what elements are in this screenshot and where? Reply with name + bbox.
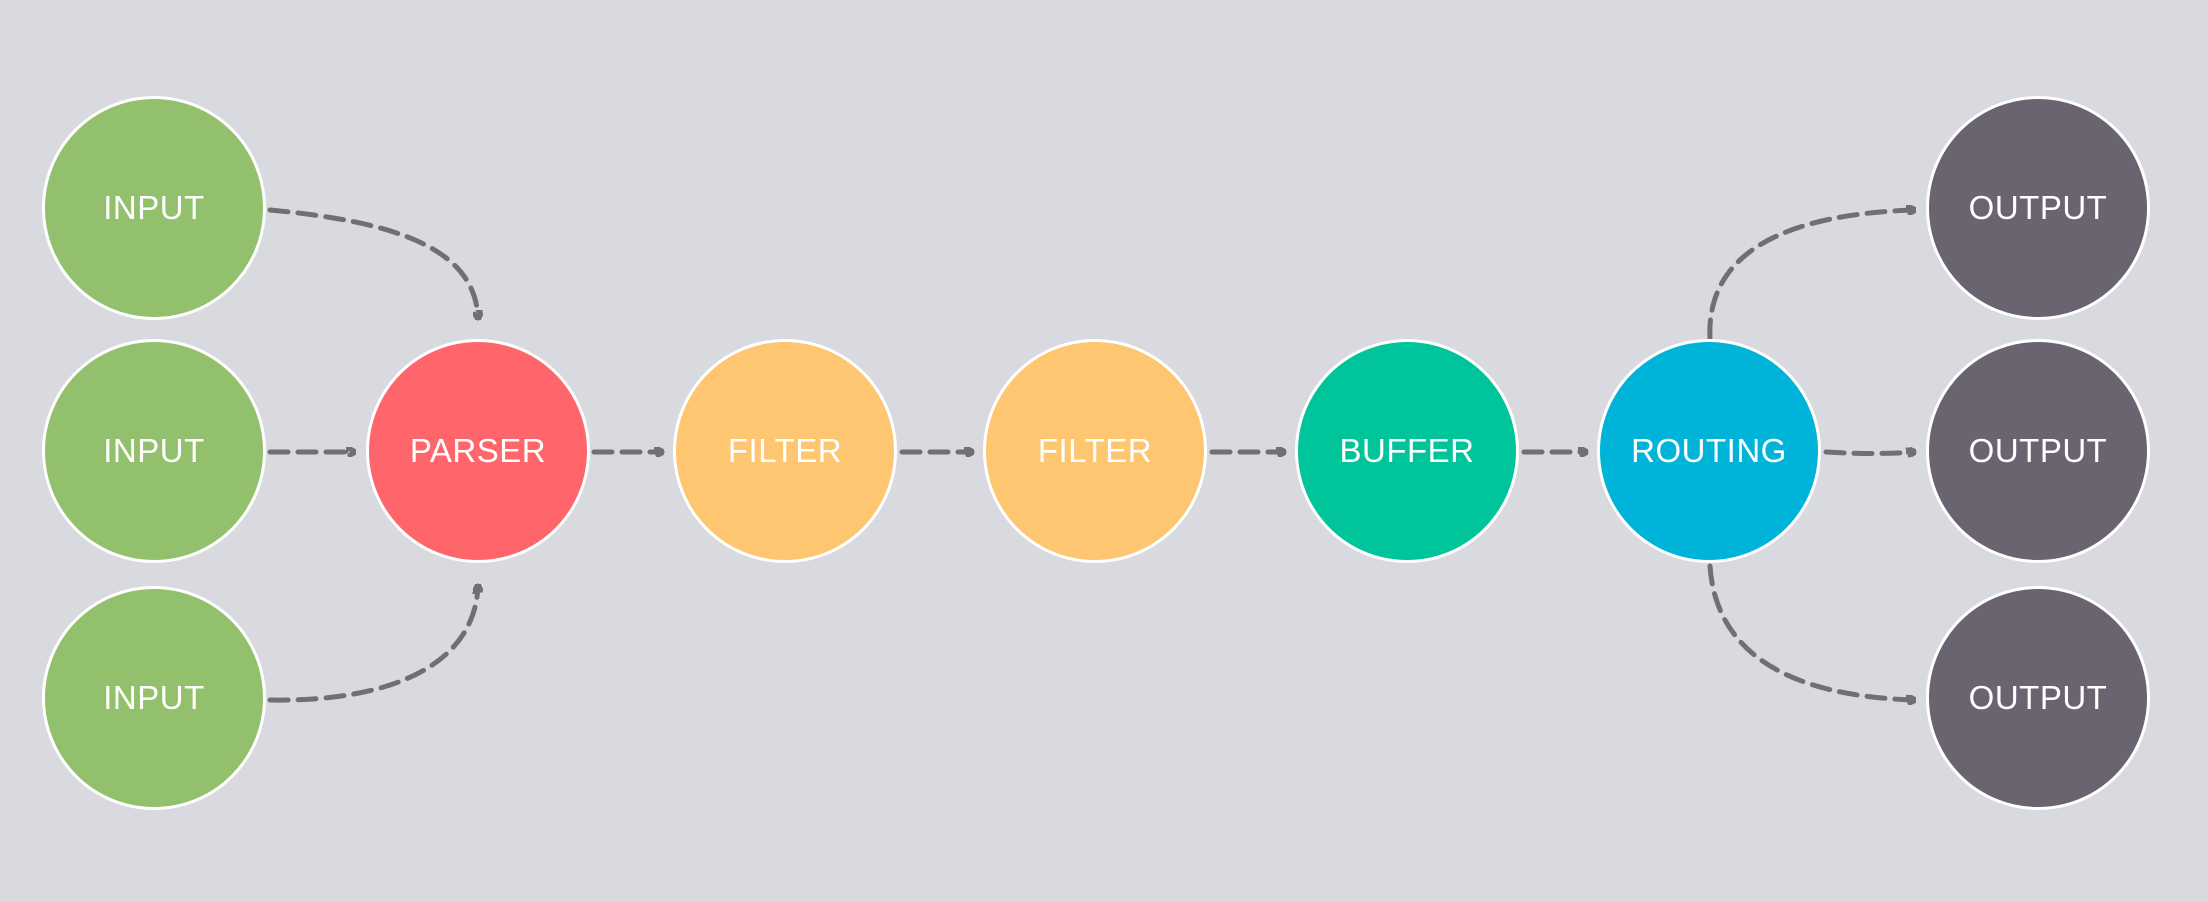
filter-node-2: FILTER [983,339,1207,563]
output-node-top: OUTPUT [1926,96,2150,320]
output-node-middle: OUTPUT [1926,339,2150,563]
input-node-bottom: INPUT [42,586,266,810]
input-node-middle: INPUT [42,339,266,563]
node-label: OUTPUT [1968,679,2108,716]
routing-node: ROUTING [1597,339,1821,563]
edge-input-bottom-to-parser [267,586,478,703]
edge-routing-to-output-bottom [1707,563,1914,700]
node-label: ROUTING [1631,432,1787,469]
edge-input-top-to-parser [267,207,478,318]
parser-node: PARSER [366,339,590,563]
node-label: FILTER [1037,432,1153,469]
node-label: FILTER [727,432,843,469]
output-node-bottom: OUTPUT [1926,586,2150,810]
node-label: INPUT [103,679,205,716]
node-label: OUTPUT [1968,189,2108,226]
node-label: BUFFER [1339,432,1475,469]
node-label: INPUT [103,432,205,469]
node-label: PARSER [409,432,547,469]
input-node-top: INPUT [42,96,266,320]
edge-routing-to-output-middle [1823,452,1914,454]
filter-node-1: FILTER [673,339,897,563]
node-label: INPUT [103,189,205,226]
buffer-node: BUFFER [1295,339,1519,563]
edge-routing-to-output-top [1707,210,1914,341]
node-label: OUTPUT [1968,432,2108,469]
